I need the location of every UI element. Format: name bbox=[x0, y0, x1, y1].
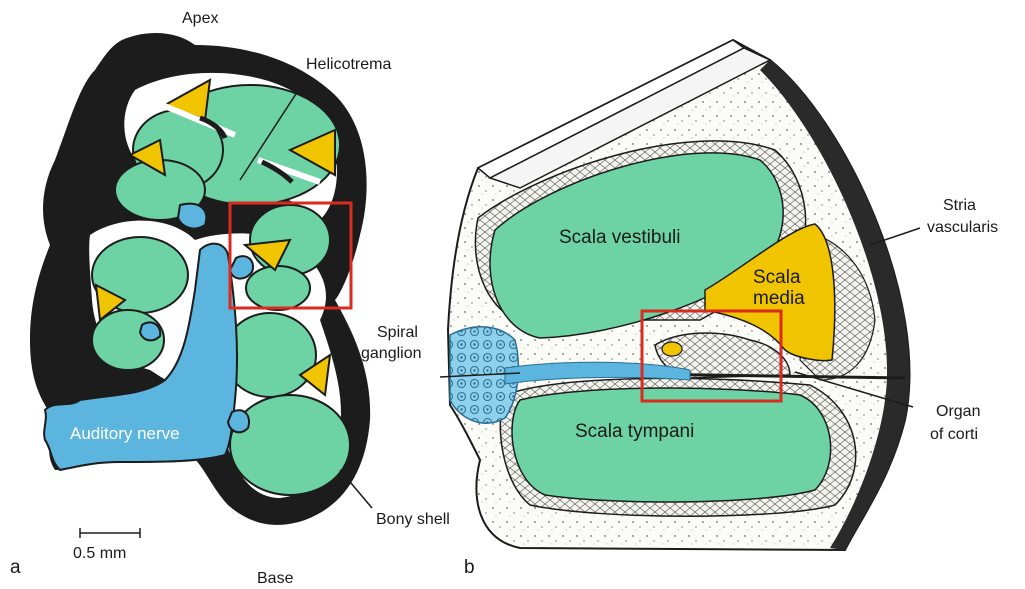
label-helicotrema: Helicotrema bbox=[306, 56, 391, 73]
label-scala-tympani: Scala tympani bbox=[575, 421, 694, 442]
label-organ-2: of corti bbox=[930, 426, 978, 443]
panel-letter-a: a bbox=[10, 557, 21, 578]
label-scala-media-2: media bbox=[753, 288, 805, 309]
panel-a-diagram: Apex Helicotrema Auditory nerve Bony she… bbox=[10, 10, 450, 587]
label-auditory-nerve: Auditory nerve bbox=[70, 424, 180, 443]
label-organ-1: Organ bbox=[936, 403, 980, 420]
panel-letter-b: b bbox=[464, 557, 475, 578]
label-apex: Apex bbox=[182, 10, 218, 27]
label-stria-2: vascularis bbox=[927, 219, 998, 236]
label-scala-vestibuli: Scala vestibuli bbox=[559, 227, 680, 248]
label-spiral-2: ganglion bbox=[361, 345, 422, 362]
panel-b-diagram: Scala vestibuli Scala media Scala tympan… bbox=[361, 40, 998, 578]
label-base: Base bbox=[257, 570, 294, 587]
scala-tympani-shape bbox=[512, 388, 831, 502]
label-stria-1: Stria bbox=[943, 197, 976, 214]
label-spiral-1: Spiral bbox=[377, 324, 418, 341]
label-bony-shell: Bony shell bbox=[376, 511, 450, 528]
label-scala-media-1: Scala bbox=[753, 267, 801, 288]
label-scale: 0.5 mm bbox=[73, 545, 126, 562]
